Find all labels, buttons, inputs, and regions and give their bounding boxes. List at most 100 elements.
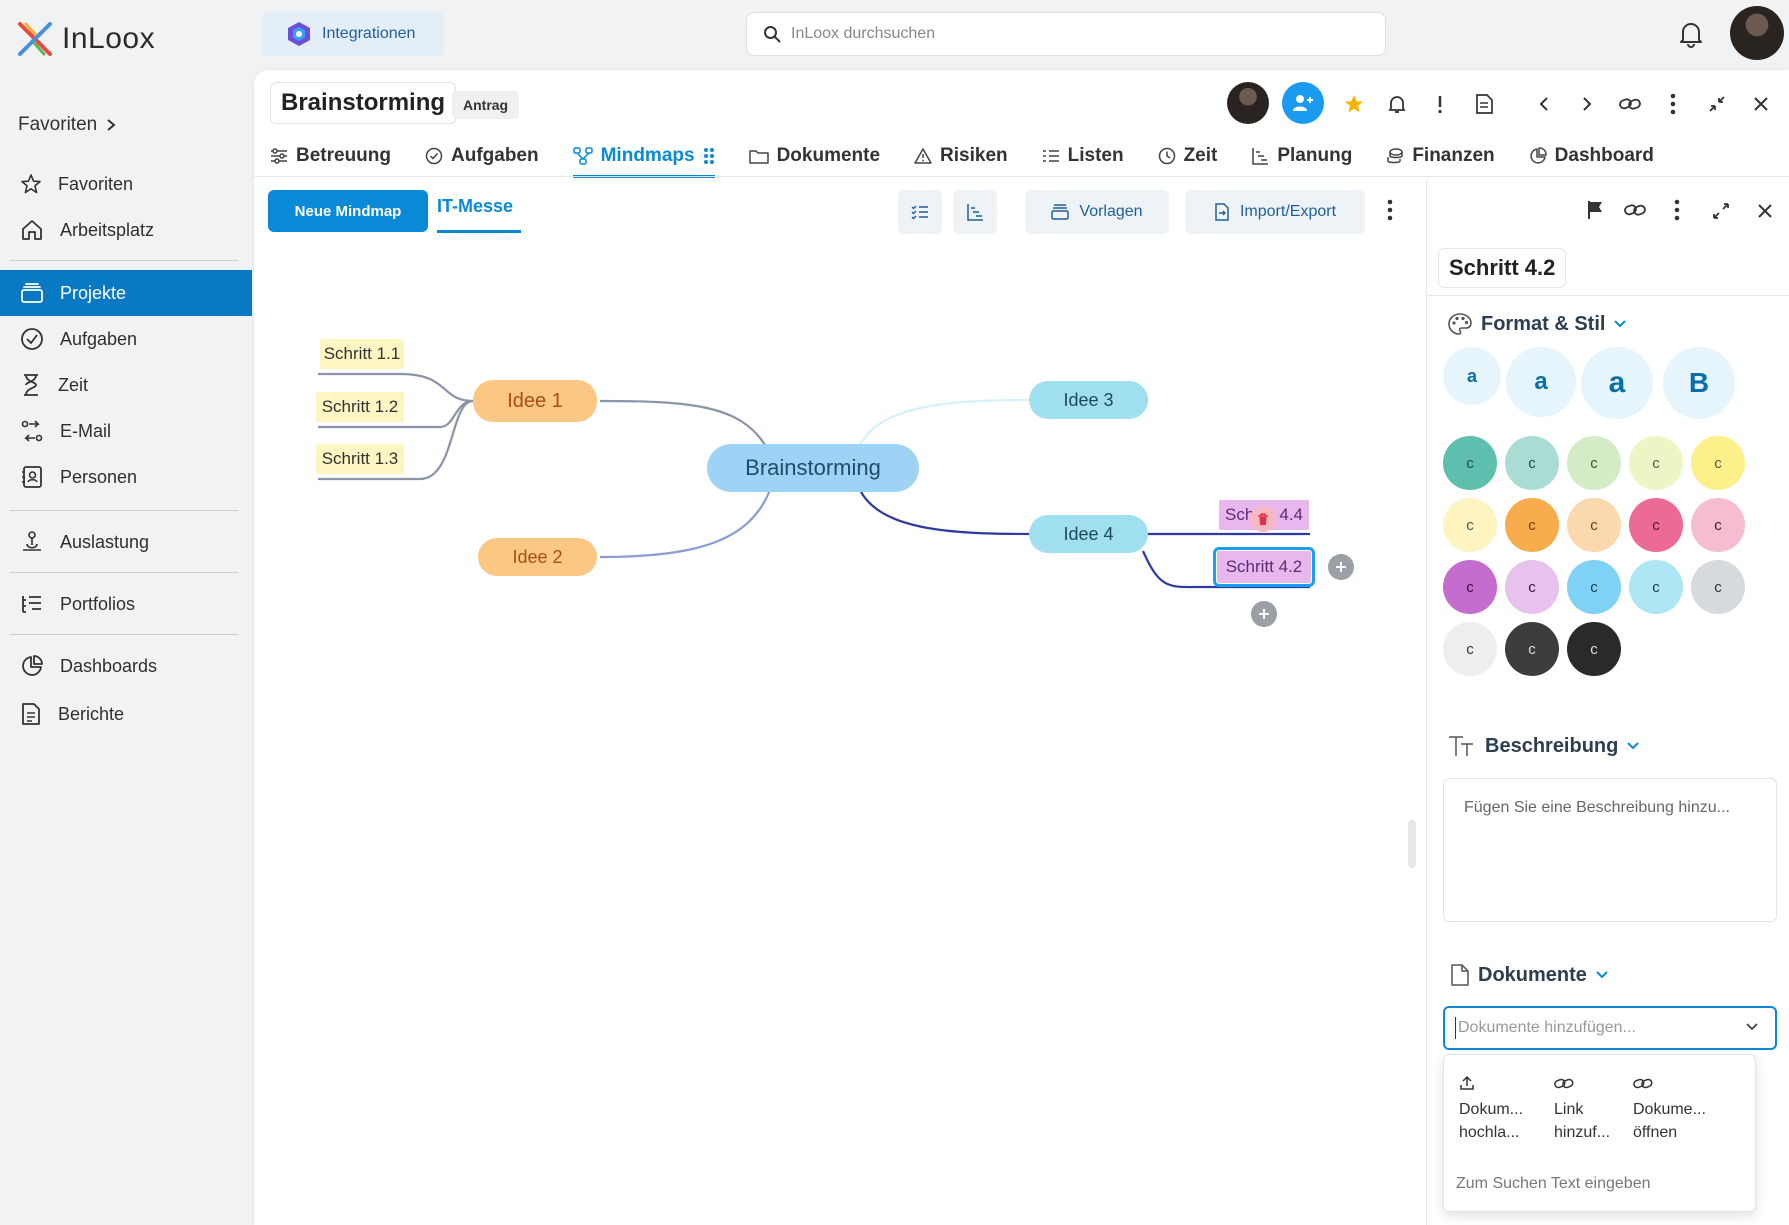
- tab-finanzen[interactable]: Finanzen: [1386, 138, 1495, 174]
- more-vertical-icon[interactable]: [1674, 199, 1680, 221]
- mindmap-node-idea1[interactable]: Idee 1: [473, 380, 597, 422]
- canvas-scrollbar[interactable]: [1408, 820, 1416, 868]
- collapse-icon[interactable]: [1701, 88, 1733, 120]
- close-icon[interactable]: [1757, 203, 1773, 219]
- color-swatch[interactable]: c: [1629, 436, 1683, 490]
- color-swatch[interactable]: c: [1505, 498, 1559, 552]
- status-badge[interactable]: Antrag: [452, 91, 520, 119]
- integrations-button[interactable]: Integrationen: [262, 12, 444, 56]
- mindmap-node-step-4-2[interactable]: Schritt 4.2: [1213, 547, 1315, 587]
- chevron-right-icon[interactable]: [1571, 88, 1603, 120]
- more-vertical-icon[interactable]: [1657, 88, 1689, 120]
- app-logo[interactable]: InLoox: [16, 20, 155, 58]
- color-swatch[interactable]: c: [1567, 622, 1621, 676]
- color-swatch[interactable]: c: [1505, 560, 1559, 614]
- chevron-left-icon[interactable]: [1528, 88, 1560, 120]
- node-title[interactable]: Schritt 4.2: [1438, 248, 1567, 288]
- tab-planung[interactable]: Planung: [1251, 138, 1352, 174]
- tab-listen[interactable]: Listen: [1042, 138, 1124, 174]
- color-swatch[interactable]: c: [1629, 560, 1683, 614]
- sidebar-item-dashboards[interactable]: Dashboards: [0, 643, 252, 689]
- more-vertical-icon[interactable]: [1387, 199, 1393, 221]
- color-swatch[interactable]: c: [1629, 498, 1683, 552]
- sidebar-item-berichte[interactable]: Berichte: [0, 691, 252, 737]
- sidebar-item-arbeitsplatz[interactable]: Arbeitsplatz: [0, 207, 252, 253]
- color-swatch[interactable]: c: [1443, 498, 1497, 552]
- tab-dashboard[interactable]: Dashboard: [1529, 138, 1654, 174]
- color-swatch[interactable]: c: [1443, 560, 1497, 614]
- sidebar-item-portfolios[interactable]: Portfolios: [0, 581, 252, 627]
- member-avatar[interactable]: [1227, 82, 1269, 124]
- sidebar-item-projekte[interactable]: Projekte: [0, 270, 252, 316]
- font-bold[interactable]: B: [1663, 347, 1735, 419]
- mindmap-node-step-1-3[interactable]: Schritt 1.3: [316, 444, 404, 474]
- color-swatch[interactable]: c: [1691, 436, 1745, 490]
- tab-dokumente[interactable]: Dokumente: [748, 138, 880, 174]
- document-icon[interactable]: [1468, 88, 1500, 120]
- sidebar-item-personen[interactable]: Personen: [0, 454, 252, 500]
- mindmap-node-step-1-1[interactable]: Schritt 1.1: [320, 339, 404, 369]
- favorites-header[interactable]: Favoriten: [18, 114, 117, 136]
- add-sibling-button[interactable]: [1328, 554, 1354, 580]
- close-icon[interactable]: [1745, 88, 1777, 120]
- color-swatch[interactable]: c: [1505, 622, 1559, 676]
- mindmap-tab-it-messe[interactable]: IT-Messe: [437, 196, 514, 216]
- upload-document-option[interactable]: Dokum... hochla...: [1459, 1075, 1545, 1144]
- font-size-large[interactable]: a: [1581, 347, 1653, 419]
- tabs-divider: [254, 176, 1789, 177]
- sidebar-item-zeit[interactable]: Zeit: [0, 362, 252, 408]
- bell-icon[interactable]: [1381, 88, 1413, 120]
- sidebar-item-auslastung[interactable]: Auslastung: [0, 519, 252, 565]
- font-size-small[interactable]: a: [1443, 347, 1501, 405]
- tab-zeit[interactable]: Zeit: [1158, 138, 1217, 174]
- expand-icon[interactable]: [1712, 202, 1730, 220]
- user-avatar[interactable]: [1730, 6, 1784, 60]
- format-style-header[interactable]: Format & Stil: [1447, 312, 1627, 336]
- mindmap-node-step-1-2[interactable]: Schritt 1.2: [316, 392, 404, 422]
- tab-risiken[interactable]: Risiken: [914, 138, 1008, 174]
- tab-aufgaben[interactable]: Aufgaben: [425, 138, 539, 174]
- delete-node-button[interactable]: [1250, 506, 1276, 532]
- chevron-down-icon[interactable]: [1745, 1022, 1759, 1032]
- open-document-option[interactable]: Dokume... öffnen: [1633, 1075, 1719, 1144]
- mindmap-node-center[interactable]: Brainstorming: [707, 444, 919, 492]
- panel-divider: [1426, 295, 1789, 296]
- color-swatch[interactable]: c: [1505, 436, 1559, 490]
- documents-input[interactable]: Dokumente hinzufügen...: [1443, 1006, 1777, 1050]
- sidebar-item-aufgaben[interactable]: Aufgaben: [0, 316, 252, 362]
- color-swatch[interactable]: c: [1567, 498, 1621, 552]
- favorite-star-icon[interactable]: [1338, 88, 1370, 120]
- sidebar-item-favoriten[interactable]: Favoriten: [0, 161, 252, 207]
- flag-icon[interactable]: [1587, 200, 1605, 220]
- tab-betreuung[interactable]: Betreuung: [270, 138, 391, 174]
- mindmap-node-idea4[interactable]: Idee 4: [1029, 515, 1148, 553]
- outline-view-button[interactable]: [898, 190, 942, 234]
- drag-handle-icon[interactable]: [703, 147, 715, 165]
- new-mindmap-button[interactable]: Neue Mindmap: [268, 190, 428, 232]
- add-link-option[interactable]: Link hinzuf...: [1554, 1075, 1640, 1144]
- description-textarea[interactable]: Fügen Sie eine Beschreibung hinzu...: [1443, 778, 1777, 922]
- color-swatch[interactable]: c: [1691, 498, 1745, 552]
- mindmap-node-idea3[interactable]: Idee 3: [1029, 381, 1148, 419]
- color-swatch[interactable]: c: [1567, 436, 1621, 490]
- link-icon[interactable]: [1614, 88, 1646, 120]
- global-search[interactable]: InLoox durchsuchen: [746, 12, 1386, 56]
- color-swatch[interactable]: c: [1443, 436, 1497, 490]
- mindmap-node-idea2[interactable]: Idee 2: [478, 538, 597, 576]
- documents-header[interactable]: Dokumente: [1450, 963, 1609, 987]
- project-title[interactable]: Brainstorming: [270, 82, 457, 124]
- gantt-view-button[interactable]: [953, 190, 997, 234]
- color-swatch[interactable]: c: [1691, 560, 1745, 614]
- add-child-button[interactable]: [1251, 601, 1277, 627]
- description-header[interactable]: Beschreibung: [1447, 734, 1640, 758]
- color-swatch[interactable]: c: [1443, 622, 1497, 676]
- color-swatch[interactable]: c: [1567, 560, 1621, 614]
- priority-icon[interactable]: [1424, 88, 1456, 120]
- notifications-bell-icon[interactable]: [1678, 20, 1704, 48]
- add-member-button[interactable]: [1282, 82, 1324, 124]
- templates-button[interactable]: Vorlagen: [1025, 190, 1169, 234]
- import-export-button[interactable]: Import/Export: [1185, 190, 1365, 234]
- font-size-medium[interactable]: a: [1506, 347, 1576, 417]
- link-icon[interactable]: [1624, 202, 1646, 218]
- sidebar-item-email[interactable]: E-Mail: [0, 408, 252, 454]
